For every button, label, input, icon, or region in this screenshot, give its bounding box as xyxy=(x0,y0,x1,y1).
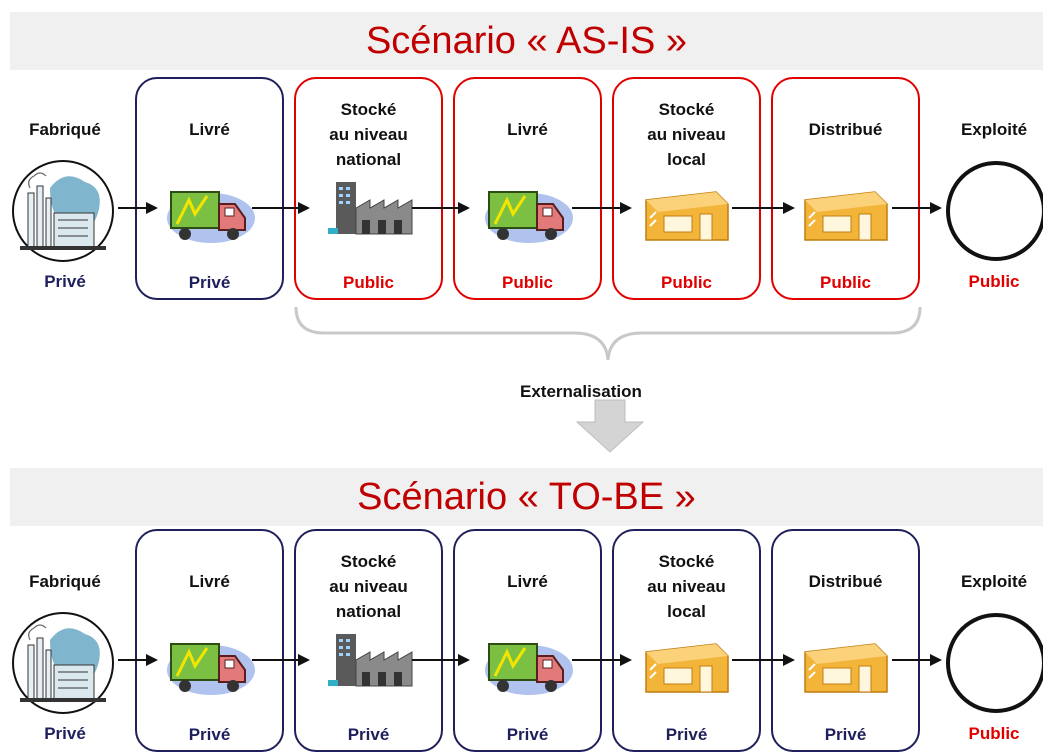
stage-owner: Privé xyxy=(347,725,390,744)
asis-end-owner: Public xyxy=(968,272,1020,291)
stage-label: Distribué xyxy=(808,572,883,591)
stage-label: Livré xyxy=(507,572,548,591)
stage-owner: Privé xyxy=(188,273,231,292)
stage-owner: Public xyxy=(342,273,394,292)
stage-label: Stocké au niveau national xyxy=(329,552,408,621)
truck-icon xyxy=(167,643,255,695)
asis-title: Scénario « AS-IS » xyxy=(10,12,1043,70)
end-circle-icon xyxy=(946,161,1043,261)
flow-arrow xyxy=(892,654,942,666)
factory-plant-icon xyxy=(12,160,114,262)
flow-arrow xyxy=(732,654,795,666)
asis-start-owner: Privé xyxy=(44,272,86,291)
stage-label: Stocké au niveau local xyxy=(647,552,726,621)
stage-label: Livré xyxy=(189,572,230,591)
stage-label: Distribué xyxy=(808,120,883,139)
stage-owner: Public xyxy=(501,273,553,292)
stage-owner: Privé xyxy=(188,725,231,744)
flow-arrow xyxy=(252,202,310,214)
flow-arrow xyxy=(572,654,632,666)
transition-label: Externalisation xyxy=(520,382,642,401)
stage-label: Livré xyxy=(189,120,230,139)
end-circle-icon xyxy=(946,613,1043,713)
tobe-end-owner: Public xyxy=(968,724,1020,743)
stage-label: Livré xyxy=(507,120,548,139)
store-icon xyxy=(645,643,729,693)
truck-icon xyxy=(485,643,573,695)
asis-start-label: Fabriqué xyxy=(29,120,101,139)
store-icon xyxy=(804,643,888,693)
stage-owner: Privé xyxy=(665,725,708,744)
tobe-start-owner: Privé xyxy=(44,724,86,743)
store-icon xyxy=(645,191,729,241)
flow-arrow xyxy=(118,202,158,214)
store-icon xyxy=(804,191,888,241)
flow-arrow xyxy=(412,202,470,214)
flow-arrow xyxy=(118,654,158,666)
flow-arrow xyxy=(252,654,310,666)
factory-plant-icon xyxy=(12,612,114,714)
stage-label: Stocké au niveau local xyxy=(647,100,726,169)
flow-arrow xyxy=(572,202,632,214)
tobe-title: Scénario « TO-BE » xyxy=(10,468,1043,526)
tobe-start-label: Fabriqué xyxy=(29,572,101,591)
asis-end-label: Exploité xyxy=(960,120,1028,139)
factory-icon xyxy=(328,182,413,235)
stage-label: Stocké au niveau national xyxy=(329,100,408,169)
stage-owner: Privé xyxy=(824,725,867,744)
stage-owner: Privé xyxy=(506,725,549,744)
truck-icon xyxy=(167,191,255,243)
factory-icon xyxy=(328,634,413,687)
stage-owner: Public xyxy=(660,273,712,292)
flow-arrow xyxy=(412,654,470,666)
brace-shape xyxy=(294,306,922,361)
stage-owner: Public xyxy=(819,273,871,292)
tobe-end-label: Exploité xyxy=(960,572,1028,591)
flow-arrow xyxy=(732,202,795,214)
down-arrow-icon xyxy=(575,399,645,453)
flow-arrow xyxy=(892,202,942,214)
truck-icon xyxy=(485,191,573,243)
